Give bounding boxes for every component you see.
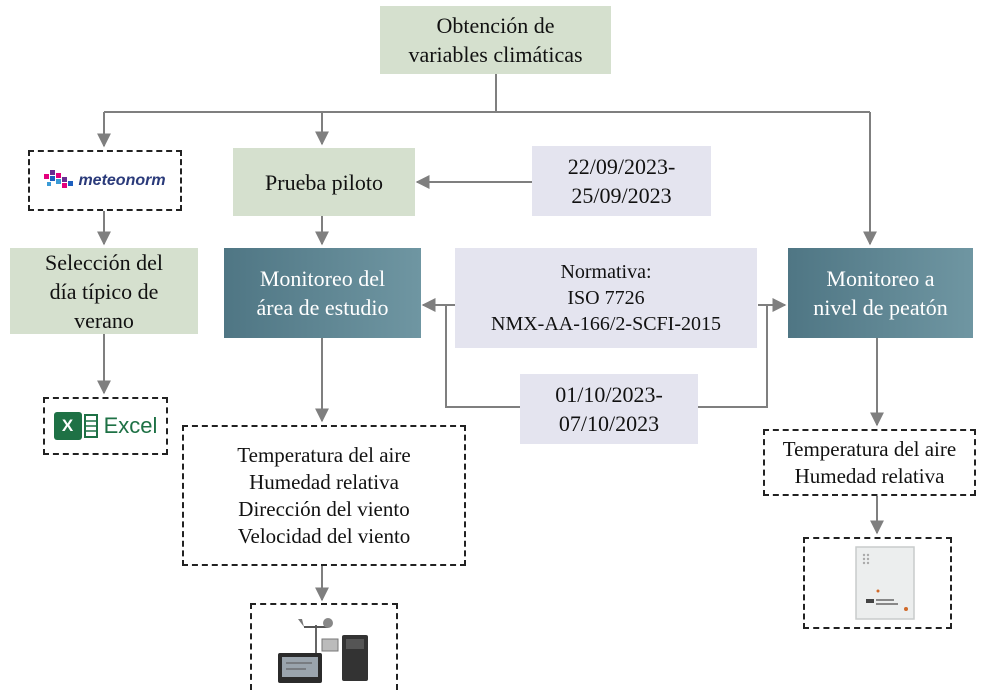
monitoring-dates-line-1: 01/10/2023-: [555, 382, 663, 407]
pedestrian-variable-2: Humedad relativa: [794, 463, 945, 488]
excel-icon-letter: X: [61, 416, 74, 435]
data-logger-image-box: [803, 537, 952, 629]
area-monitoring-node: Monitoreo del área de estudio: [224, 248, 421, 338]
area-variable-1: Temperatura del aire: [237, 442, 411, 467]
meteonorm-wordmark: meteonorm: [78, 171, 166, 189]
data-logger-icon: [854, 546, 915, 620]
regulation-node: Normativa: ISO 7726 NMX-AA-166/2-SCFI-20…: [455, 248, 757, 348]
regulation-line-3: NMX-AA-166/2-SCFI-2015: [491, 313, 721, 335]
weather-station-icon: [278, 618, 368, 683]
pilot-dates-line-1: 22/09/2023-: [567, 154, 676, 179]
pilot-test-node: Prueba piloto: [233, 148, 415, 216]
pedestrian-variable-1: Temperatura del aire: [782, 436, 957, 461]
typical-day-line-2: día típico de: [49, 278, 159, 304]
regulation-line-1: Normativa:: [560, 261, 652, 283]
excel-wordmark: Excel: [103, 413, 158, 438]
regulation-line-2: ISO 7726: [567, 287, 645, 309]
area-variable-3: Dirección del viento: [238, 496, 410, 521]
root-line-1: Obtención de: [436, 13, 555, 38]
typical-day-node: Selección del día típico de verano: [10, 248, 198, 334]
root-node: Obtención de variables climáticas: [380, 6, 611, 74]
loop-dates-to-pedestrian: [698, 305, 768, 408]
area-variable-4: Velocidad del viento: [237, 523, 411, 548]
pilot-test-label: Prueba piloto: [265, 169, 383, 195]
excel-icon: X: [53, 412, 82, 440]
area-monitoring-line-2: área de estudio: [256, 295, 389, 320]
monitoring-dates-node: 01/10/2023- 07/10/2023: [520, 374, 698, 444]
area-monitoring-line-1: Monitoreo del: [259, 266, 386, 291]
root-line-2: variables climáticas: [408, 42, 583, 67]
typical-day-line-3: verano: [74, 307, 134, 333]
area-variables-box: Temperatura del aire Humedad relativa Di…: [182, 425, 466, 566]
pilot-dates-node: 22/09/2023- 25/09/2023: [532, 146, 711, 216]
pedestrian-variables-box: Temperatura del aire Humedad relativa: [763, 429, 976, 496]
typical-day-line-1: Selección del: [45, 249, 163, 275]
loop-dates-to-area: [445, 305, 520, 408]
area-variable-2: Humedad relativa: [249, 469, 399, 494]
excel-logo-box: X Excel: [43, 397, 168, 455]
pilot-dates-line-2: 25/09/2023: [571, 183, 672, 208]
pedestrian-monitoring-line-2: nivel de peatón: [813, 295, 948, 320]
pedestrian-monitoring-node: Monitoreo a nivel de peatón: [788, 248, 973, 338]
pedestrian-monitoring-line-1: Monitoreo a: [826, 266, 935, 291]
weather-station-image-box: [250, 603, 398, 690]
excel-sheet-icon: [83, 414, 98, 438]
monitoring-dates-line-2: 07/10/2023: [558, 411, 660, 436]
meteonorm-logo-box: meteonorm: [28, 150, 182, 211]
meteonorm-icon: [44, 169, 74, 188]
